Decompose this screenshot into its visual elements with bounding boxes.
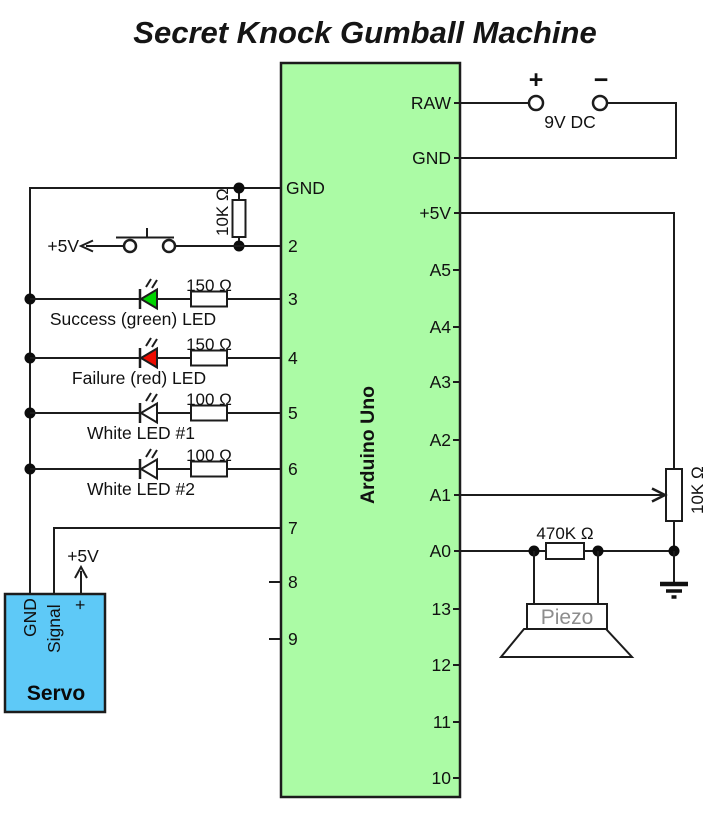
pin-label-9: 9 — [288, 629, 298, 649]
pin-label-a5: A5 — [430, 260, 451, 280]
button-contact-right — [161, 238, 177, 254]
servo-circuit: GND Signal + Servo +5V — [3, 527, 281, 714]
piezo-circuit: 470K Ω Piezo — [454, 524, 688, 658]
led-row-white-2: 100 Ω White LED #2 — [24, 446, 281, 499]
wire-5v-rail — [454, 212, 675, 469]
led-label: Failure (red) LED — [72, 368, 206, 388]
piezo-resistor-value: 470K Ω — [536, 524, 593, 543]
knock-button-circuit: 10K Ω +5V — [29, 182, 282, 595]
led-resistor-value: 100 Ω — [186, 446, 232, 465]
led-resistor-value: 150 Ω — [186, 335, 232, 354]
led-row-success: 150 Ω Success (green) LED — [24, 276, 281, 329]
pin-label-5: 5 — [288, 403, 298, 423]
piezo-resistor — [545, 542, 585, 560]
right-pin-stubs — [453, 269, 461, 779]
led-row-failure: 150 Ω Failure (red) LED — [24, 335, 281, 388]
wire-supply-return — [454, 102, 677, 159]
pin-label-a0: A0 — [430, 541, 452, 561]
led-icon — [139, 346, 158, 370]
button-contact-left — [122, 238, 138, 254]
servo-pin-gnd-label: GND — [20, 598, 40, 637]
pin-label-3: 3 — [288, 289, 298, 309]
led-rays-icon — [145, 278, 158, 289]
led-icon — [139, 287, 158, 311]
pin-label-2: 2 — [288, 236, 298, 256]
pin-label-12: 12 — [432, 655, 451, 675]
piezo-body — [526, 603, 608, 630]
piezo-label: Piezo — [541, 606, 594, 629]
pin-label-6: 6 — [288, 459, 298, 479]
potentiometer-circuit: 10K Ω — [454, 212, 707, 551]
pin-label-4: 4 — [288, 348, 298, 368]
pin-label-a1: A1 — [430, 485, 451, 505]
speaker-cone-icon — [498, 628, 635, 658]
wire-gnd-bus — [29, 187, 282, 595]
led-icon — [139, 401, 158, 425]
servo-pin-signal-label: Signal — [44, 604, 64, 653]
led-label: Success (green) LED — [50, 309, 216, 329]
arduino-board: Arduino Uno GND 2 3 4 5 6 7 8 9 RAW GND … — [269, 61, 462, 799]
pin-label-13: 13 — [432, 599, 451, 619]
led-resistor — [190, 460, 228, 478]
led-resistor — [190, 349, 228, 367]
pin-label-7: 7 — [288, 518, 298, 538]
led-icon — [139, 457, 158, 481]
potentiometer-body — [665, 468, 683, 522]
arrow-right-icon — [651, 487, 668, 503]
pin-label-a4: A4 — [430, 317, 452, 337]
left-pin-stubs — [269, 581, 281, 640]
arduino-board-name: Arduino Uno — [357, 386, 379, 504]
servo-pin-plus-label: + — [70, 600, 90, 610]
pin-label-8: 8 — [288, 572, 298, 592]
led-resistor-value: 100 Ω — [186, 390, 232, 409]
diagram-title: Secret Knock Gumball Machine — [133, 15, 596, 50]
supply-plus-terminal — [527, 94, 545, 112]
pin-label-a2: A2 — [430, 430, 451, 450]
pullup-resistor-value: 10K Ω — [213, 188, 232, 236]
led-rays-icon — [145, 337, 158, 348]
led-row-white-1: 100 Ω White LED #1 — [24, 390, 281, 443]
pin-label-11: 11 — [433, 712, 451, 732]
led-resistor — [190, 290, 228, 308]
minus-sign: − — [594, 66, 609, 94]
junction-dot — [233, 182, 245, 194]
arduino-board-outline — [279, 61, 462, 799]
servo-supply-label: +5V — [67, 546, 99, 566]
power-supply: + − 9V DC — [454, 66, 677, 159]
pullup-resistor — [231, 199, 247, 238]
supply-minus-terminal — [591, 94, 609, 112]
led-label: White LED #1 — [87, 423, 195, 443]
arrow-up-icon — [74, 564, 88, 579]
servo-body — [3, 592, 107, 714]
button-rail-label: +5V — [47, 236, 79, 256]
pin-label-gnd-right: GND — [412, 148, 451, 168]
arrow-left-icon — [78, 239, 94, 253]
led-resistor — [190, 404, 228, 422]
pin-label-5v: +5V — [419, 203, 451, 223]
led-label: White LED #2 — [87, 479, 195, 499]
servo-name: Servo — [27, 682, 85, 705]
plus-sign: + — [529, 66, 544, 94]
led-resistor-value: 150 Ω — [186, 276, 232, 295]
led-rays-icon — [145, 392, 158, 403]
pin-label-a3: A3 — [430, 372, 451, 392]
ground-icon — [660, 581, 688, 599]
pin-label-raw: RAW — [411, 93, 452, 113]
supply-voltage-label: 9V DC — [544, 112, 596, 132]
pushbutton-icon — [116, 228, 174, 239]
led-rays-icon — [145, 448, 158, 459]
pin-label-gnd-left: GND — [286, 178, 325, 198]
wire-pin7-signal — [53, 527, 281, 594]
potentiometer-value: 10K Ω — [688, 466, 707, 514]
piezo-leads — [533, 551, 599, 604]
pin-label-10: 10 — [432, 768, 452, 788]
